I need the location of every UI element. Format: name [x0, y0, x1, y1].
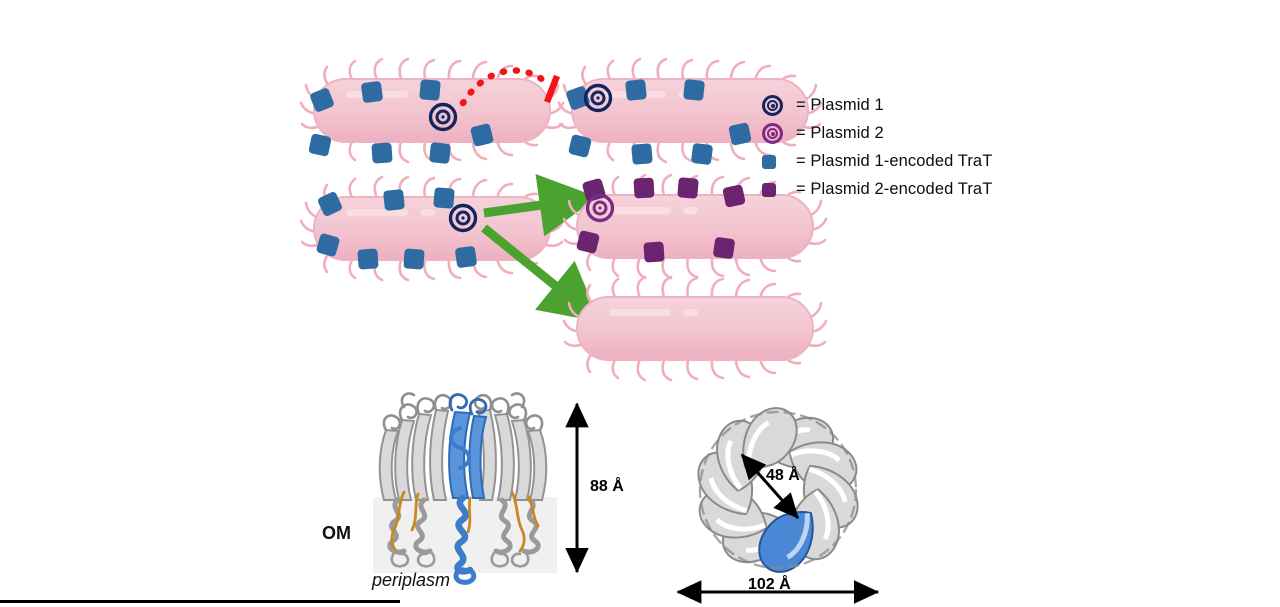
plasmid-1-ring-icon — [583, 83, 613, 113]
legend-item-blue-trat: = Plasmid 1-encoded TraT — [762, 148, 1062, 175]
conjugation-arrow-upper — [483, 174, 598, 237]
legend-label-blue-trat: = Plasmid 1-encoded TraT — [796, 152, 993, 170]
plasmid-1-ring-icon — [762, 95, 796, 116]
pore-dimension-arrow — [740, 453, 800, 519]
recipient-cell-plasmid-free — [562, 275, 828, 382]
purple-trat-square-icon — [762, 182, 796, 197]
inhibition-arrow — [459, 67, 561, 107]
bottom-divider — [0, 600, 400, 603]
legend-label-plasmid-2: = Plasmid 2 — [796, 124, 884, 142]
plasmid-2-ring-icon — [585, 193, 615, 223]
blue-trat-square-icon — [762, 154, 796, 169]
width-dimension-label: 102 Å — [748, 576, 791, 593]
highlighted-protomer-blue — [448, 393, 488, 575]
legend: = Plasmid 1 = Plasmid 2 = Plasmid 1-enco… — [762, 92, 1062, 204]
blue-trat-square-icon — [566, 79, 752, 165]
pore-dimension-label: 48 Å — [766, 467, 800, 484]
blue-trat-square-icon — [308, 79, 494, 164]
trat-top-view-structure — [676, 407, 880, 604]
legend-label-purple-trat: = Plasmid 2-encoded TraT — [796, 180, 993, 198]
donor-cell-row2 — [299, 175, 565, 282]
blue-trat-square-icon — [316, 187, 477, 270]
plasmid-2-ring-icon — [762, 123, 796, 144]
plasmid-1-ring-icon — [428, 102, 458, 132]
legend-item-purple-trat: = Plasmid 2-encoded TraT — [762, 176, 1062, 203]
height-dimension-label: 88 Å — [590, 478, 624, 495]
trat-side-view-structure — [373, 392, 589, 585]
legend-label-plasmid-1: = Plasmid 1 — [796, 96, 884, 114]
donor-cell-row1 — [299, 57, 565, 164]
conjugation-arrow-lower — [481, 224, 601, 323]
recipient-cell-row1 — [557, 57, 823, 165]
outer-membrane-label: OM — [322, 523, 351, 543]
recipient-cell-plasmid2 — [562, 173, 828, 280]
plasmid-1-ring-icon — [448, 203, 478, 233]
legend-item-plasmid-1: = Plasmid 1 — [762, 92, 1062, 119]
periplasm-label: periplasm — [372, 570, 451, 590]
legend-item-plasmid-2: = Plasmid 2 — [762, 120, 1062, 147]
